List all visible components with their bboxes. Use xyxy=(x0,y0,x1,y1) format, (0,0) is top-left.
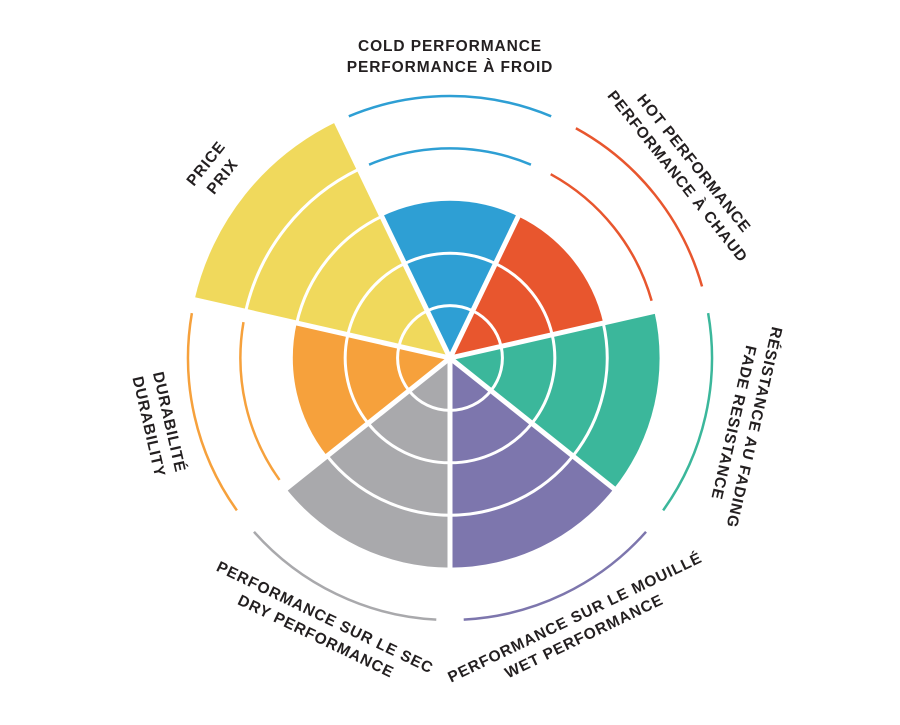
ring-separator-fade-resistance xyxy=(489,346,504,392)
wedge-wet-performance xyxy=(450,358,614,568)
ring-separator-price xyxy=(346,262,406,336)
segment-gap xyxy=(447,118,568,360)
remaining-level-arc-wet-performance xyxy=(463,531,647,621)
remaining-level-arc-durability xyxy=(239,321,281,481)
segment-gap xyxy=(191,296,451,361)
label-line-hot-performance-0: HOT PERFORMANCE xyxy=(633,91,753,236)
wedge-cold-performance xyxy=(381,200,519,358)
segment-label-cold-performance: COLD PERFORMANCE PERFORMANCE À FROID xyxy=(347,38,554,76)
wedge-durability xyxy=(292,323,450,457)
ring-separator-fade-resistance xyxy=(571,322,609,457)
segment-gap xyxy=(332,118,453,360)
ring-separator-hot-performance xyxy=(494,262,554,336)
remaining-level-arc-hot-performance xyxy=(550,173,653,302)
segment-gap xyxy=(448,356,659,526)
ring-separator-dry-performance xyxy=(407,389,451,412)
ring-separator-price xyxy=(244,167,360,312)
segment-gap xyxy=(449,296,709,361)
label-line-cold-performance-0: COLD PERFORMANCE xyxy=(358,38,542,55)
ring-separator-price xyxy=(397,309,428,347)
label-line-dry-performance-0: PERFORMANCE SUR LE SEC xyxy=(214,559,436,678)
label-line-cold-performance-1: PERFORMANCE À FROID xyxy=(347,59,554,76)
ring-separator-durability xyxy=(396,346,411,392)
ring-separator-hot-performance xyxy=(472,309,503,347)
ring-separator-dry-performance xyxy=(325,455,451,517)
wedge-dry-performance xyxy=(286,358,450,568)
remaining-level-arc-fade-resistance xyxy=(662,312,714,512)
ring-separator-fade-resistance xyxy=(530,334,557,425)
remaining-level-arc-hot-performance xyxy=(575,127,704,287)
remaining-level-arc-cold-performance xyxy=(368,147,532,166)
label-line-hot-performance-1: PERFORMANCE À CHAUD xyxy=(604,88,751,266)
remaining-level-arc-cold-performance xyxy=(348,94,552,118)
ring-separator-dry-performance xyxy=(366,422,451,465)
ring-separator-cold-performance xyxy=(426,304,474,313)
ring-separator-durability xyxy=(343,334,370,425)
remaining-level-arc-dry-performance xyxy=(253,531,437,621)
ring-separator-wet-performance xyxy=(449,422,534,465)
ring-separator-price xyxy=(295,215,383,324)
wedge-price xyxy=(194,121,450,358)
ring-separator-wet-performance xyxy=(449,389,493,412)
remaining-level-arc-durability xyxy=(186,312,238,512)
ring-separator-cold-performance xyxy=(403,251,497,265)
segment-gap xyxy=(241,356,452,526)
ring-separator-wet-performance xyxy=(449,455,575,517)
